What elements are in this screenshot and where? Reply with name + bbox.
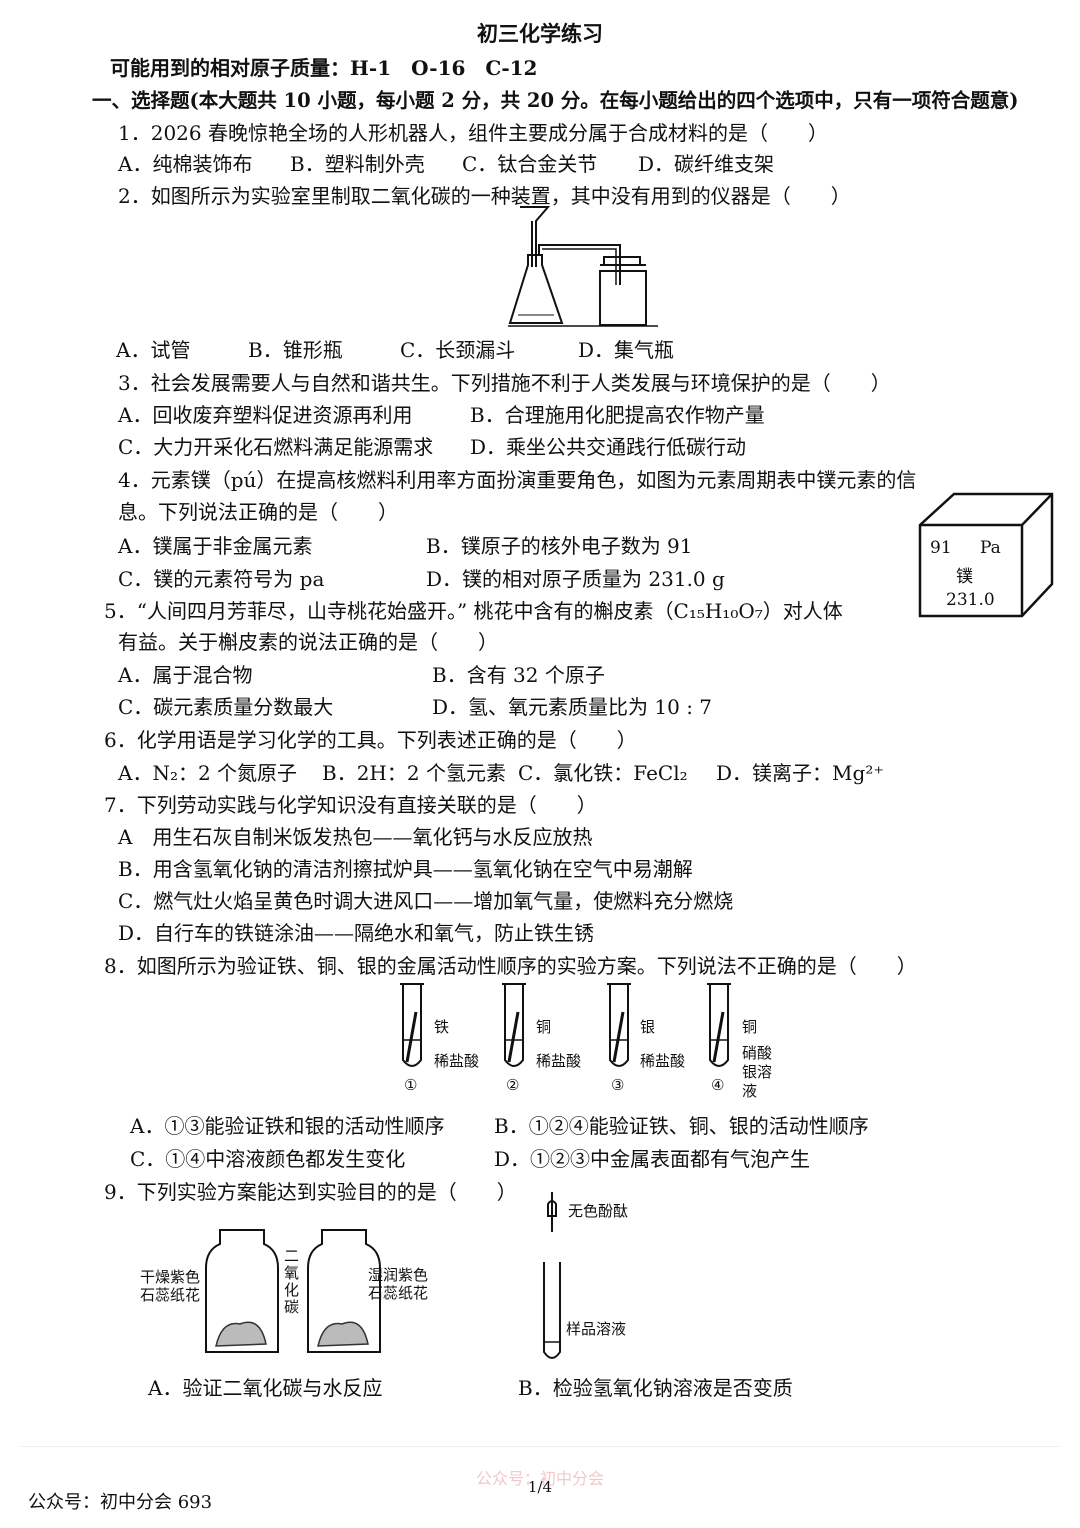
q3-option-d: D．乘坐公共交通践行低碳行动: [470, 435, 747, 459]
q1-stem: 1．2026 春晚惊艳全场的人形机器人，组件主要成分属于合成材料的是（ ）: [118, 121, 828, 145]
page-title: 初三化学练习: [477, 21, 603, 46]
q7-option-a: A 用生石灰自制米饭发热包——氧化钙与水反应放热: [118, 825, 593, 849]
test-tube-2: [502, 983, 526, 1067]
q5-option-d: D．氢、氧元素质量比为 10 : 7: [432, 695, 713, 719]
q5-stem-line2: 有益。关于槲皮素的说法正确的是（ ）: [118, 630, 498, 654]
watermark: 公众号：初中分会: [475, 1469, 604, 1488]
q1-option-b: B．塑料制外壳: [290, 152, 425, 176]
footer-account: 公众号：初中分会 693: [28, 1492, 213, 1513]
test-tube-4: [707, 983, 731, 1067]
q4-stem-line1: 4．元素镤（pú）在提高核燃料利用率方面扮演重要角色，如图为元素周期表中镤元素的…: [118, 468, 917, 492]
element-number: 91: [930, 538, 952, 558]
q8-stem: 8．如图所示为验证铁、铜、银的金属活动性顺序的实验方案。下列说法不正确的是（ ）: [104, 954, 917, 978]
q4-option-d: D．镤的相对原子质量为 231.0 g: [426, 567, 725, 591]
q9-stem: 9．下列实验方案能达到实验目的的是（ ）: [104, 1180, 517, 1204]
q2-option-c: C．长颈漏斗: [400, 338, 516, 362]
gas-jar-wet: [307, 1229, 381, 1353]
tube-1-number: ①: [404, 1076, 418, 1094]
tube-3-metal: 银: [640, 1018, 656, 1036]
tube-4-solution: 硝酸银溶液: [742, 1044, 773, 1100]
element-symbol: Pa: [980, 538, 1001, 558]
atomic-masses: 可能用到的相对原子质量：H-1 O-16 C-12: [110, 56, 538, 80]
test-tube-3: [607, 983, 631, 1067]
q7-option-d: D．自行车的铁链涂油——隔绝水和氧气，防止铁生锈: [118, 921, 595, 945]
q5-stem-line1: 5．“人间四月芳菲尽，山寺桃花始盛开。” 桃花中含有的槲皮素（C₁₅H₁₀O₇）…: [104, 599, 843, 623]
tube-1-metal: 铁: [434, 1018, 450, 1036]
q4-option-a: A．镤属于非金属元素: [118, 534, 313, 558]
tube-2-solution: 稀盐酸: [536, 1052, 582, 1070]
page-number: 1/4: [527, 1478, 553, 1496]
label-phenolphthalein: 无色酚酞: [568, 1202, 629, 1220]
tube-3-number: ③: [611, 1076, 625, 1094]
label-dry-paper: 干燥紫色石蕊纸花: [140, 1268, 201, 1304]
q4-option-c: C．镤的元素符号为 pa: [118, 567, 325, 591]
q8-option-c: C．①④中溶液颜色都发生变化: [130, 1147, 406, 1171]
tube-1-solution: 稀盐酸: [434, 1052, 480, 1070]
element-mass: 231.0: [946, 590, 995, 610]
q3-stem: 3．社会发展需要人与自然和谐共生。下列措施不利于人类发展与环境保护的是（ ）: [118, 371, 891, 395]
q6-option-c: C．氯化铁：FeCl₂: [518, 761, 688, 785]
q3-option-a: A．回收废弃塑料促进资源再利用: [118, 403, 413, 427]
q2-option-a: A．试管: [116, 338, 191, 362]
q6-stem: 6．化学用语是学习化学的工具。下列表述正确的是（ ）: [104, 728, 637, 752]
label-wet-paper: 湿润紫色石蕊纸花: [368, 1266, 429, 1302]
section-heading: 一、选择题(本大题共 10 小题，每小题 2 分，共 20 分。在每小题给出的四…: [92, 89, 1019, 112]
tube-2-metal: 铜: [536, 1018, 552, 1036]
q9-option-a: A．验证二氧化碳与水反应: [148, 1376, 383, 1400]
q4-stem-line2: 息。下列说法正确的是（ ）: [118, 500, 398, 524]
q5-option-a: A．属于混合物: [118, 663, 253, 687]
q7-option-c: C．燃气灶火焰呈黄色时调大进风口——增加氧气量，使燃料充分燃烧: [118, 889, 734, 913]
label-sample-solution: 样品溶液: [566, 1320, 627, 1338]
footer-divider: [20, 1446, 1060, 1447]
q6-option-a: A．N₂：2 个氮原子: [118, 761, 298, 785]
q2-option-b: B．锥形瓶: [248, 338, 343, 362]
q1-option-c: C．钛合金关节: [462, 152, 598, 176]
tube-2-number: ②: [506, 1076, 520, 1094]
test-tube-1: [400, 983, 424, 1067]
label-co2: 二氧化碳: [284, 1247, 300, 1316]
q8-option-d: D．①②③中金属表面都有气泡产生: [494, 1147, 811, 1171]
q6-option-b: B．2H：2 个氢元素: [322, 761, 506, 785]
q9-option-b: B．检验氢氧化钠溶液是否变质: [518, 1376, 793, 1400]
q6-option-d: D．镁离子：Mg²⁺: [716, 761, 884, 785]
q1-option-d: D．碳纤维支架: [638, 152, 775, 176]
q5-option-b: B．含有 32 个原子: [432, 663, 605, 687]
co2-apparatus-figure: [508, 206, 658, 327]
q8-option-b: B．①②④能验证铁、铜、银的活动性顺序: [494, 1114, 869, 1138]
tube-4-metal: 铜: [742, 1018, 758, 1036]
q7-option-b: B．用含氢氧化钠的清洁剂擦拭炉具——氢氧化钠在空气中易潮解: [118, 857, 693, 881]
q2-stem: 2．如图所示为实验室里制取二氧化碳的一种装置，其中没有用到的仪器是（ ）: [118, 184, 851, 208]
dropper-test-tube: [543, 1192, 561, 1359]
q3-option-b: B．合理施用化肥提高农作物产量: [470, 403, 765, 427]
element-card: [918, 492, 1054, 618]
element-name: 镤: [956, 567, 973, 587]
q7-stem: 7．下列劳动实践与化学知识没有直接关联的是（ ）: [104, 793, 597, 817]
tube-4-number: ④: [711, 1076, 725, 1094]
q5-option-c: C．碳元素质量分数最大: [118, 695, 334, 719]
q1-option-a: A．纯棉装饰布: [118, 152, 253, 176]
q3-option-c: C．大力开采化石燃料满足能源需求: [118, 435, 434, 459]
gas-jar-dry: [205, 1229, 279, 1353]
q8-option-a: A．①③能验证铁和银的活动性顺序: [130, 1114, 445, 1138]
q4-option-b: B．镤原子的核外电子数为 91: [426, 534, 693, 558]
tube-3-solution: 稀盐酸: [640, 1052, 686, 1070]
q2-option-d: D．集气瓶: [578, 338, 675, 362]
